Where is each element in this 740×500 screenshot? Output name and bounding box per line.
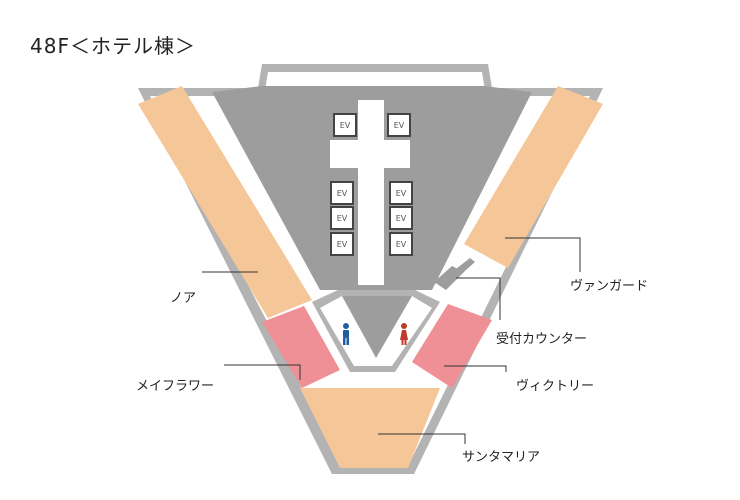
female-restroom-icon	[400, 323, 408, 345]
core-pathway	[358, 100, 384, 285]
room-noa	[138, 86, 312, 318]
reception-desk	[434, 266, 464, 290]
room-vanguard	[464, 86, 603, 268]
top-notch	[265, 72, 485, 90]
room-santamaria	[300, 388, 440, 468]
label-noa: ノア	[170, 291, 196, 306]
room-victory	[412, 304, 492, 388]
svg-text:EV: EV	[337, 240, 348, 249]
label-santamaria: サンタマリア	[462, 450, 540, 465]
svg-text:EV: EV	[396, 214, 407, 223]
elevator: EV	[389, 181, 413, 205]
elevator: EV	[333, 113, 357, 137]
svg-text:EV: EV	[337, 214, 348, 223]
elevator: EV	[330, 232, 354, 256]
floor-title: 48F＜ホテル棟＞	[30, 34, 196, 58]
svg-text:EV: EV	[394, 121, 405, 130]
leader-lines	[202, 237, 581, 444]
elevator: EV	[387, 113, 411, 137]
label-mayflower: メイフラワー	[136, 379, 214, 394]
svg-text:EV: EV	[396, 189, 407, 198]
restroom-divider	[342, 296, 412, 358]
room-mayflower	[262, 306, 340, 388]
elevator: EV	[330, 181, 354, 205]
label-victory: ヴィクトリー	[516, 378, 594, 394]
label-vanguard: ヴァンガード	[570, 278, 648, 294]
core-hall	[330, 140, 410, 168]
elevator-group: EV EV EV EV EV EV EV EV	[330, 113, 413, 256]
elevator: EV	[330, 206, 354, 230]
elevator: EV	[389, 206, 413, 230]
elevator: EV	[389, 232, 413, 256]
svg-text:EV: EV	[337, 189, 348, 198]
svg-text:EV: EV	[396, 240, 407, 249]
svg-text:EV: EV	[340, 121, 351, 130]
label-reception: 受付カウンター	[496, 332, 587, 347]
male-restroom-icon	[343, 323, 349, 345]
